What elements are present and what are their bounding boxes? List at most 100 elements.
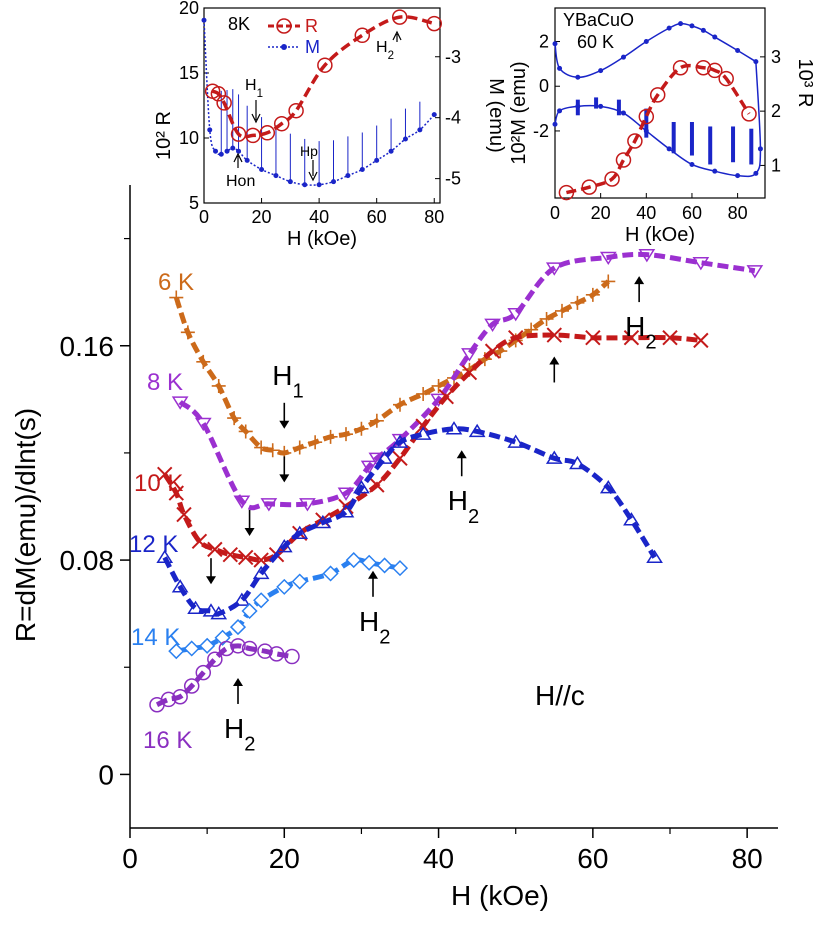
inset2-y-right-label: 10³ R — [794, 59, 816, 108]
inset2-series-m-point — [753, 170, 759, 176]
series-12-k-point — [233, 592, 251, 606]
series-16-k-point — [195, 664, 212, 681]
series-12-k-point — [314, 514, 332, 529]
inset1-hon-label: Hon — [226, 173, 255, 190]
inset1-x-tick-label: 0 — [199, 207, 209, 227]
series-label-10-k: 10 K — [134, 470, 183, 497]
inset1-frame — [203, 7, 441, 204]
h2-arrow-head — [368, 570, 378, 579]
inset2-series-r-point — [627, 133, 643, 149]
series-6-k-point — [354, 421, 369, 436]
series-10-k-point — [191, 533, 208, 550]
inset1-x-tick-label: 20 — [252, 207, 272, 227]
inset1-yl-tick-label: 10 — [179, 128, 199, 148]
series-8-k-point — [638, 249, 656, 263]
inset1-series-m-point — [244, 157, 250, 163]
series-14-k-point — [276, 578, 293, 595]
series-12-k-point — [391, 434, 409, 448]
series-10-k-line — [162, 332, 702, 563]
h2-arrow-label: H2 — [448, 485, 479, 528]
inset2-series-r-point — [615, 152, 632, 168]
inset2-series-r-point — [649, 87, 666, 103]
inset1-series-m-point — [316, 182, 322, 188]
series-10-k-point — [222, 547, 238, 563]
h1-arrow-label: H1 — [272, 360, 303, 403]
inset1-legend-m-marker — [281, 44, 287, 50]
inset1-legend-m-label: M — [305, 37, 320, 57]
inset2-series-r-point — [741, 106, 757, 122]
inset2-series-m-point — [552, 121, 558, 127]
inset1-x-axis-label: H (kOe) — [287, 228, 357, 250]
series-12-k-point — [275, 538, 293, 553]
inset2-series-m-point — [643, 128, 649, 134]
series-10-k-point — [662, 330, 678, 346]
h2-arrow-head — [233, 677, 243, 686]
inset1-series-m-point — [345, 173, 351, 179]
series-14-k-point — [376, 557, 393, 574]
inset1-series-r-point — [273, 115, 290, 132]
inset2-series-m-point — [689, 23, 695, 29]
series-14-k-point — [291, 573, 308, 590]
series-8-k-point — [507, 307, 525, 322]
inset2-series-m-point — [598, 103, 604, 109]
inset1-h2-label: H2 — [376, 39, 394, 62]
inset2-frame — [554, 7, 766, 199]
inset2-series-r-line — [566, 63, 751, 195]
inset2-series-r-point — [581, 179, 597, 195]
inset1-x-tick-label: 60 — [367, 207, 387, 227]
series-8-k-point — [599, 251, 617, 266]
main-x-axis-label: H (kOe) — [451, 880, 549, 911]
series-16-k-point — [218, 640, 235, 657]
series-6-k-point — [196, 354, 211, 369]
inset2-series-r-point — [707, 62, 723, 79]
series-8-k-line — [178, 251, 756, 511]
main-annotation-h-parallel-c: H//c — [535, 680, 585, 711]
series-10-k-point — [168, 485, 184, 501]
series-6-k-point — [169, 290, 184, 305]
inset2-x-tick-label: 40 — [636, 203, 656, 223]
series-8-k-point — [194, 417, 212, 432]
series-10-k-point — [438, 388, 454, 405]
inset2-series-m-point — [753, 59, 759, 65]
series-label-8-k: 8 K — [147, 369, 183, 396]
inset1-series-r-point — [288, 102, 304, 119]
series-14-k-point — [391, 560, 409, 577]
series-16-k-point — [257, 643, 273, 659]
series-8-k-point — [299, 498, 316, 512]
inset1-series-m-point — [302, 182, 308, 188]
inset2-series-m-point — [575, 74, 581, 80]
series-6-k-point — [555, 303, 569, 318]
series-6-k-line — [173, 279, 610, 456]
series-12-k-point — [210, 605, 228, 620]
series-10-k-point — [369, 477, 385, 493]
inset1-series-r-point — [317, 57, 333, 73]
inset2-series-m-point — [552, 41, 558, 47]
h1-arrow-head — [244, 527, 255, 536]
h2-arrow-label: H2 — [359, 606, 390, 649]
series-10-k-point — [623, 330, 640, 346]
inset1-hp-label: Hp — [300, 143, 318, 159]
series-8-k-point — [337, 487, 355, 501]
inset1-series-m-point — [207, 127, 213, 133]
series-16-k-point — [160, 691, 177, 708]
inset2-series-r-point — [672, 59, 689, 76]
series-6-k-point — [227, 411, 242, 426]
inset2-y-left-label: 10²M (emu) — [508, 61, 530, 164]
inset2-series-m-point — [678, 21, 684, 27]
inset1-series-m-point — [213, 148, 219, 154]
series-14-k-point — [229, 619, 247, 636]
series-12-k-point — [376, 450, 393, 464]
series-14-k-point — [183, 640, 200, 657]
inset2-series-m-point — [712, 168, 718, 174]
series-12-k-point — [623, 512, 640, 526]
inset1-x-tick-label: 40 — [309, 207, 329, 227]
series-10-k-point — [176, 506, 192, 523]
series-16-k-point — [172, 688, 188, 705]
series-16-k-point — [284, 648, 300, 665]
inset2-series-m-point — [666, 25, 672, 31]
series-10-k-point — [508, 330, 524, 346]
inset2-x-tick-label: 60 — [682, 203, 702, 223]
inset2-series-m-point — [620, 110, 626, 116]
